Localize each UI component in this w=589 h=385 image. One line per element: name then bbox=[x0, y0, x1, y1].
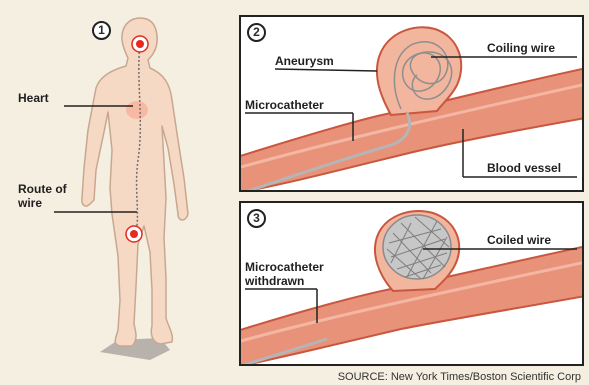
panel-coiled: 3 Coiled wire Microcatheter withdrawn bbox=[239, 201, 584, 366]
microcatheter-withdrawn-label-line2: withdrawn bbox=[245, 275, 304, 288]
microcatheter-label: Microcatheter bbox=[245, 99, 324, 112]
coiling-wire-label: Coiling wire bbox=[487, 42, 555, 55]
panel-coiling: 2 Aneurysm Coiling wire Microcatheter Bl… bbox=[239, 15, 584, 192]
aneurysm-label: Aneurysm bbox=[275, 55, 334, 68]
step-number-3: 3 bbox=[247, 209, 266, 228]
leg-entry-marker bbox=[126, 226, 142, 242]
aneurysm-leader bbox=[275, 69, 377, 71]
heart-shape bbox=[126, 101, 148, 119]
step-number-1: 1 bbox=[92, 21, 111, 40]
head-entry-marker bbox=[132, 36, 148, 52]
step-number-2: 2 bbox=[247, 23, 266, 42]
body-silhouette bbox=[82, 18, 188, 346]
source-credit: SOURCE: New York Times/Boston Scientific… bbox=[338, 371, 581, 383]
microcatheter-withdrawn-label-line1: Microcatheter bbox=[245, 261, 324, 274]
coiled-wire-label: Coiled wire bbox=[487, 234, 551, 247]
route-of-wire-label-line2: wire bbox=[18, 197, 42, 210]
heart-label: Heart bbox=[18, 92, 49, 105]
route-of-wire-label-line1: Route of bbox=[18, 183, 67, 196]
blood-vessel-label: Blood vessel bbox=[487, 162, 561, 175]
